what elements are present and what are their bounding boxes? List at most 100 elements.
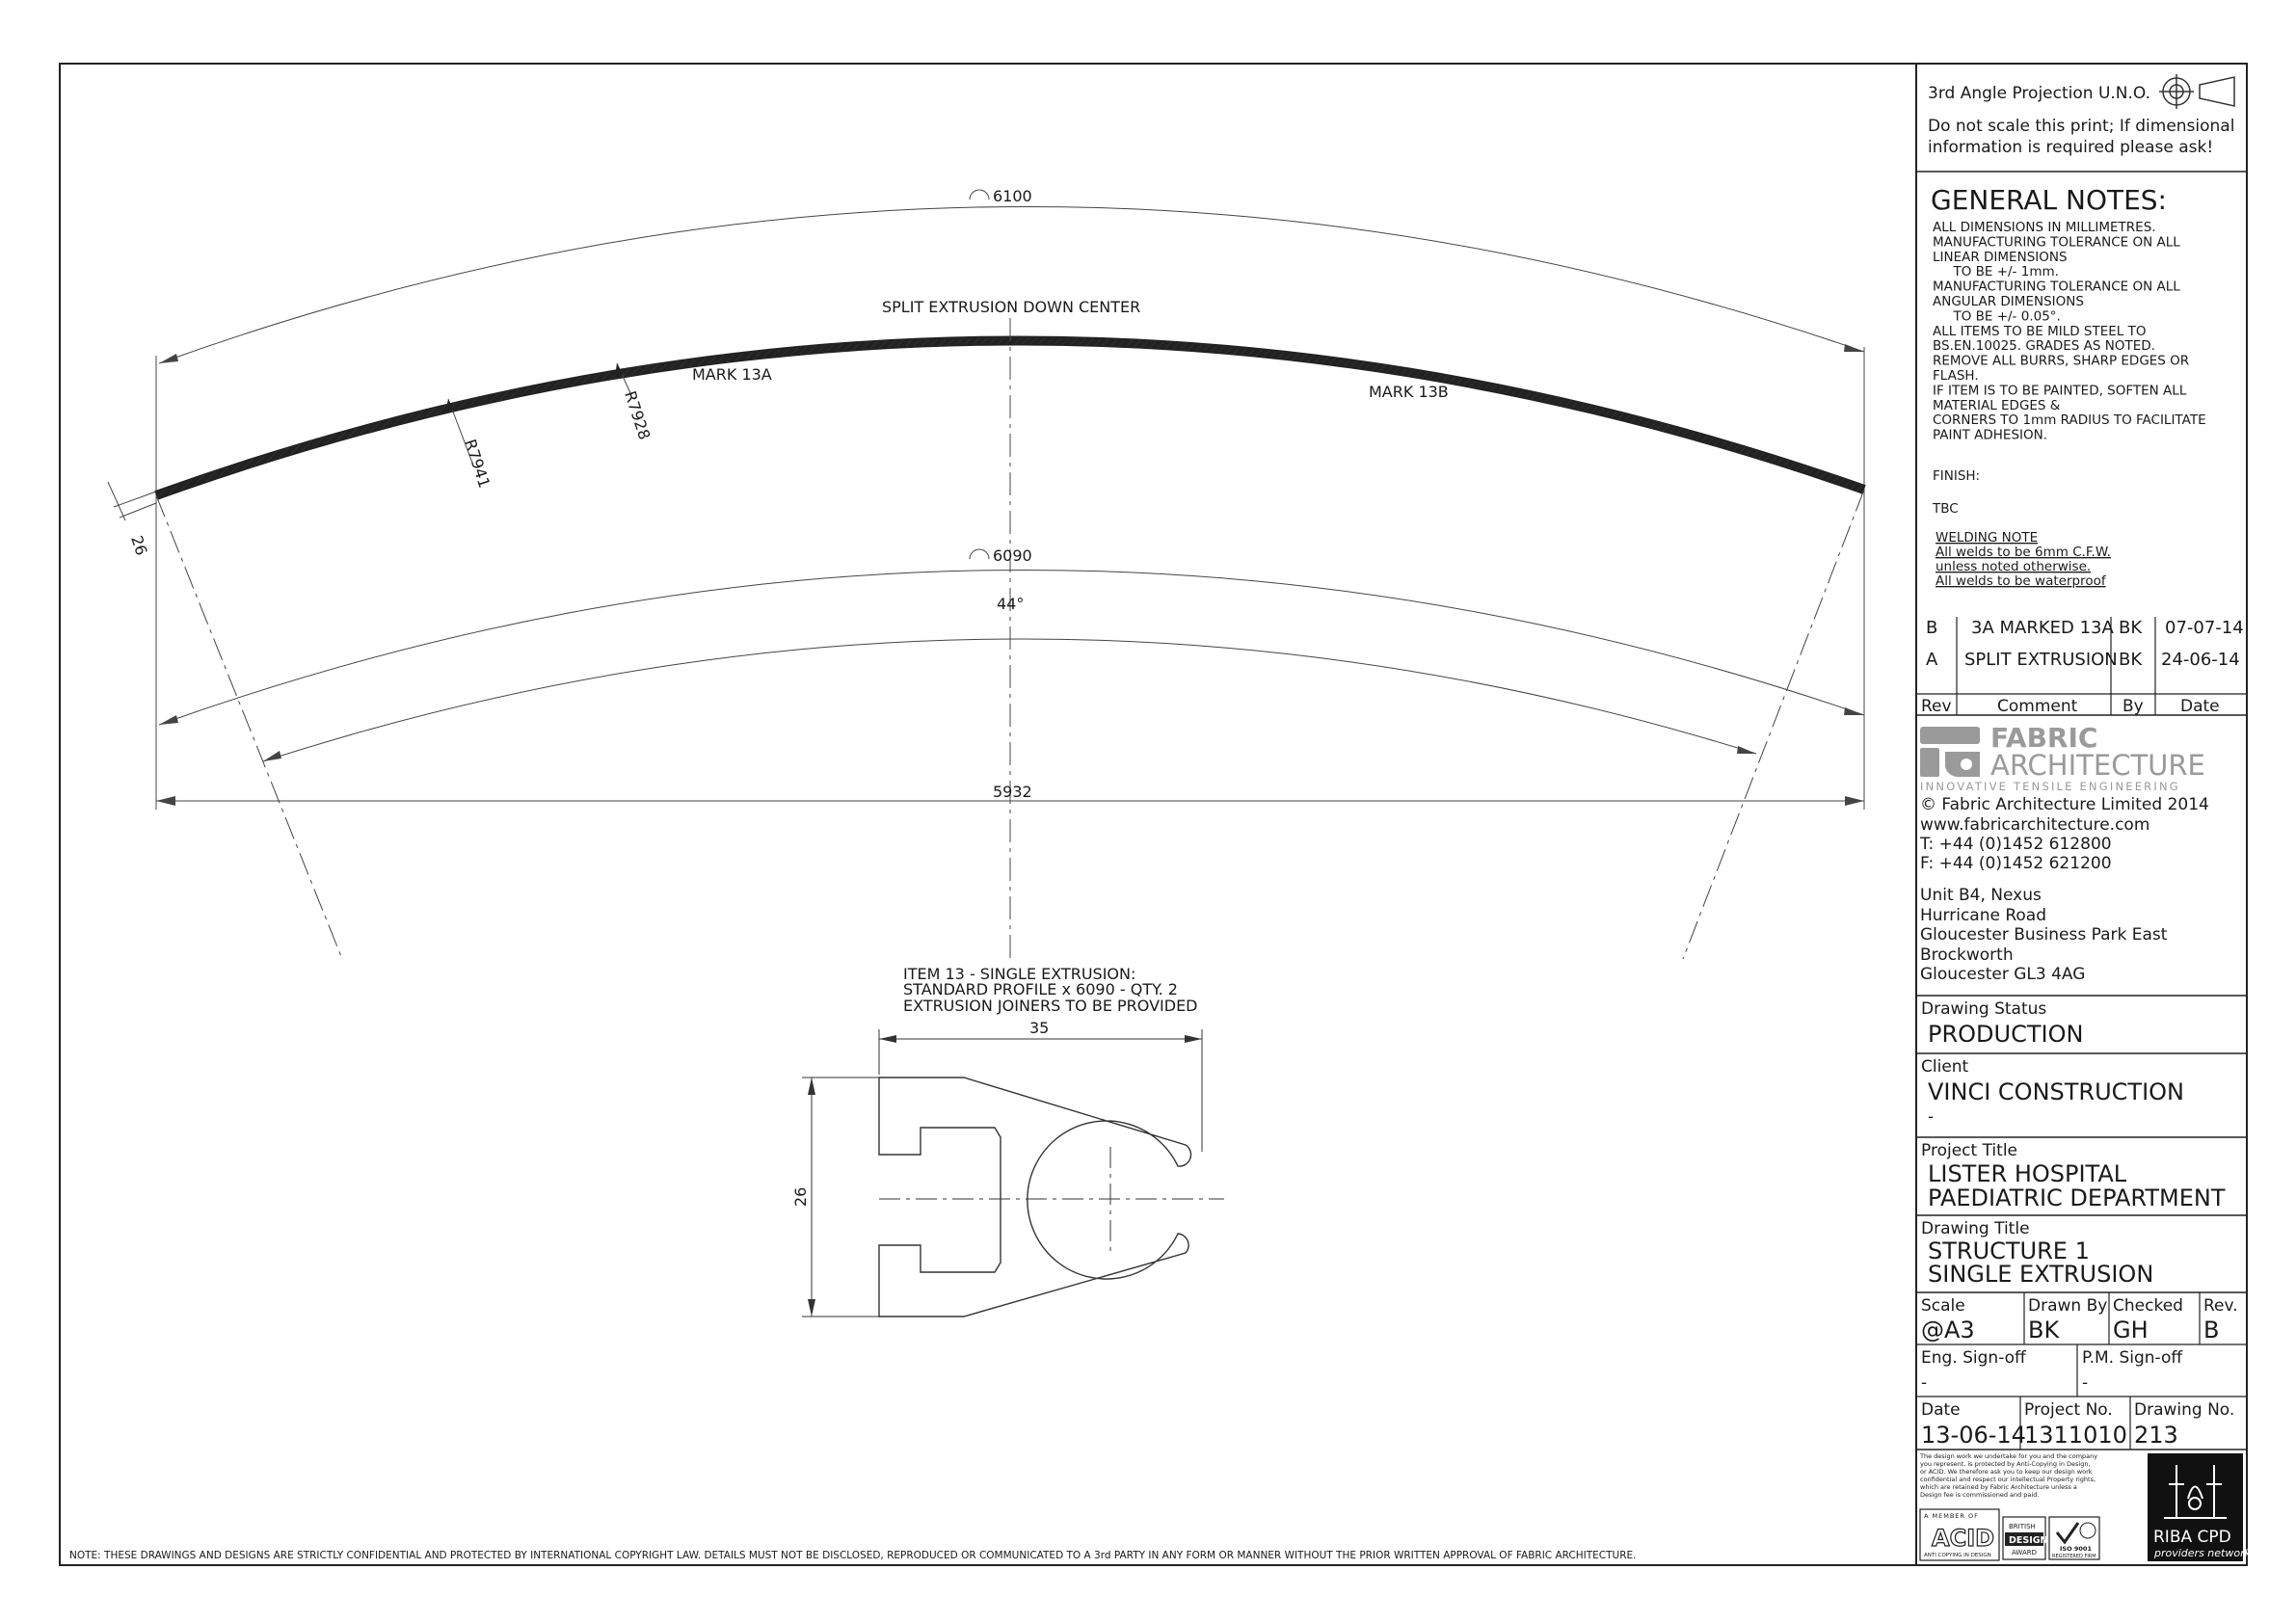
- item-note-line1: ITEM 13 - SINGLE EXTRUSION:: [903, 965, 1135, 983]
- drawing-no-label: Drawing No.: [2134, 1400, 2234, 1420]
- legal-5: which are retained by Fabric Architectur…: [1920, 1483, 2077, 1491]
- welding-note-2: All welds to be 6mm C.F.W.: [1936, 545, 2111, 560]
- rev-header-by: By: [2122, 697, 2144, 716]
- arrow-5932-right: [1845, 796, 1864, 806]
- eng-signoff-label: Eng. Sign-off: [1921, 1348, 2027, 1368]
- iso-check-icon: [2055, 1522, 2080, 1545]
- general-note-line: BS.EN.10025. GRADES AS NOTED.: [1933, 338, 2155, 354]
- scale-note-1: Do not scale this print; If dimensional: [1928, 117, 2234, 136]
- legal-6: Design fee is commissioned and paid.: [1920, 1491, 2039, 1499]
- arrow-6090-left: [159, 715, 178, 725]
- riba-sub: providers network: [2153, 1547, 2252, 1559]
- acid-badge: A MEMBER OF ACID ANTI COPYING IN DESIGN: [1919, 1508, 2000, 1561]
- thickness-ext-1: [113, 491, 157, 508]
- radial-line-left: [155, 494, 343, 960]
- radius-1-label: R7941: [461, 437, 494, 490]
- address-3: Gloucester Business Park East: [1920, 925, 2168, 945]
- arrow-6090-right: [1844, 707, 1864, 715]
- bda-3: AWARD: [2012, 1549, 2037, 1556]
- company-name-2: ARCHITECTURE: [1990, 749, 2205, 782]
- website-line: www.fabricarchitecture.com: [1920, 815, 2149, 835]
- arrow-6100-left: [159, 354, 178, 363]
- project-label: Project Title: [1921, 1141, 2017, 1160]
- acid-badge-sub: ANTI COPYING IN DESIGN: [1924, 1553, 1991, 1558]
- riba-cpd-badge: RIBA CPD providers network: [2148, 1453, 2252, 1561]
- pm-signoff-value: -: [2082, 1373, 2088, 1393]
- dim-6090-text: 6090: [993, 546, 1032, 565]
- client-sub: -: [1928, 1107, 1934, 1127]
- project-no-label: Project No.: [2024, 1400, 2113, 1420]
- finish-value: TBC: [1932, 501, 1959, 517]
- profile-height-arrow-t: [808, 1078, 815, 1095]
- drawing-status-label: Drawing Status: [1921, 999, 2046, 1019]
- rev-b-date: 07-07-14: [2165, 618, 2244, 638]
- arc-symbol-6090: [969, 548, 990, 560]
- dim-6100-text: 6100: [993, 187, 1032, 205]
- thickness-label: 26: [127, 533, 150, 557]
- address-5: Gloucester GL3 4AG: [1920, 965, 2085, 984]
- riba-crest-icon: [2164, 1465, 2227, 1519]
- arc-dim-44: [262, 638, 1757, 762]
- rev-header-comment: Comment: [1997, 697, 2078, 716]
- general-notes-title: GENERAL NOTES:: [1931, 184, 2167, 216]
- iso-2: REGISTERED FIRM: [2052, 1554, 2096, 1559]
- rev-b-rev: B: [1926, 618, 1937, 638]
- scale-value: @A3: [1921, 1317, 1975, 1344]
- radius-arrow-2: [615, 363, 623, 377]
- rev-label: Rev.: [2203, 1296, 2238, 1316]
- legal-3: or ACID. We therefore ask you to keep ou…: [1920, 1468, 2093, 1476]
- bda-1: BRITISH: [2009, 1523, 2036, 1530]
- general-note-line: ALL ITEMS TO BE MILD STEEL TO: [1933, 324, 2146, 339]
- address-4: Brockworth: [1920, 945, 2014, 965]
- drawing-title-line-2: SINGLE EXTRUSION: [1928, 1261, 2153, 1288]
- general-note-line: PAINT ADHESION.: [1933, 428, 2047, 443]
- general-note-line: FLASH.: [1933, 368, 1979, 384]
- acid-badge-text: ACID: [1932, 1525, 1994, 1552]
- radius-arrow-1: [445, 399, 453, 412]
- drawing-status-value: PRODUCTION: [1928, 1021, 2083, 1048]
- general-notes-list: ALL DIMENSIONS IN MILLIMETRES.MANUFACTUR…: [1933, 220, 2206, 443]
- rev-a-by: BK: [2119, 650, 2143, 670]
- profile-height-arrow-b: [808, 1299, 815, 1317]
- legal-4: confidential and respect our intellectua…: [1920, 1476, 2096, 1483]
- profile-width-arrow-l: [879, 1035, 896, 1043]
- general-note-line: TO BE +/- 1mm.: [1933, 264, 2059, 279]
- elevation-view: [107, 189, 1866, 964]
- iso-1: ISO 9001: [2060, 1545, 2092, 1553]
- thickness-ext-2: [119, 502, 157, 519]
- date-label: Date: [1921, 1400, 1961, 1420]
- riba-text: RIBA CPD: [2153, 1528, 2231, 1547]
- projection-text: 3rd Angle Projection U.N.O.: [1928, 84, 2150, 103]
- project-no-value: 1311010: [2024, 1422, 2127, 1449]
- radial-line-right: [1682, 489, 1865, 960]
- eng-signoff-value: -: [1921, 1373, 1927, 1393]
- mark-13a-label: MARK 13A: [692, 365, 772, 384]
- general-note-line: MATERIAL EDGES &: [1933, 398, 2061, 413]
- general-note-line: ANGULAR DIMENSIONS: [1933, 294, 2084, 309]
- checked-value: GH: [2113, 1317, 2149, 1344]
- british-design-award-badge: BRITISH DESIGN AWARD: [2002, 1516, 2048, 1560]
- revision-table: [1916, 617, 2247, 716]
- arrow-44-left: [263, 751, 281, 761]
- general-note-line: REMOVE ALL BURRS, SHARP EDGES OR: [1933, 354, 2189, 369]
- dim-5932-text: 5932: [993, 783, 1032, 801]
- company-name-1: FABRIC: [1990, 722, 2097, 754]
- drawing-title-line-1: STRUCTURE 1: [1928, 1237, 2090, 1264]
- company-tagline: INNOVATIVE TENSILE ENGINEERING: [1920, 780, 2180, 793]
- scale-label: Scale: [1921, 1296, 1965, 1316]
- rev-header-date: Date: [2180, 697, 2220, 716]
- item-note-line3: EXTRUSION JOINERS TO BE PROVIDED: [903, 997, 1198, 1015]
- welding-note-3: unless noted otherwise.: [1936, 559, 2091, 574]
- rev-header-rev: Rev: [1921, 697, 1952, 716]
- company-logo-icon: [1920, 727, 1980, 778]
- profile-outline: [878, 1077, 1192, 1317]
- address-2: Hurricane Road: [1920, 906, 2046, 925]
- welding-note-1: WELDING NOTE: [1936, 530, 2038, 545]
- item-note-line2: STANDARD PROFILE x 6090 - QTY. 2: [903, 980, 1178, 998]
- arc-dim-6100: [158, 205, 1865, 364]
- legal-2: you represent, is protected by Anti-Copy…: [1920, 1460, 2091, 1468]
- general-note-line: IF ITEM IS TO BE PAINTED, SOFTEN ALL: [1933, 383, 2187, 398]
- general-note-line: LINEAR DIMENSIONS: [1933, 250, 2068, 265]
- general-note-line: TO BE +/- 0.05°.: [1933, 308, 2061, 324]
